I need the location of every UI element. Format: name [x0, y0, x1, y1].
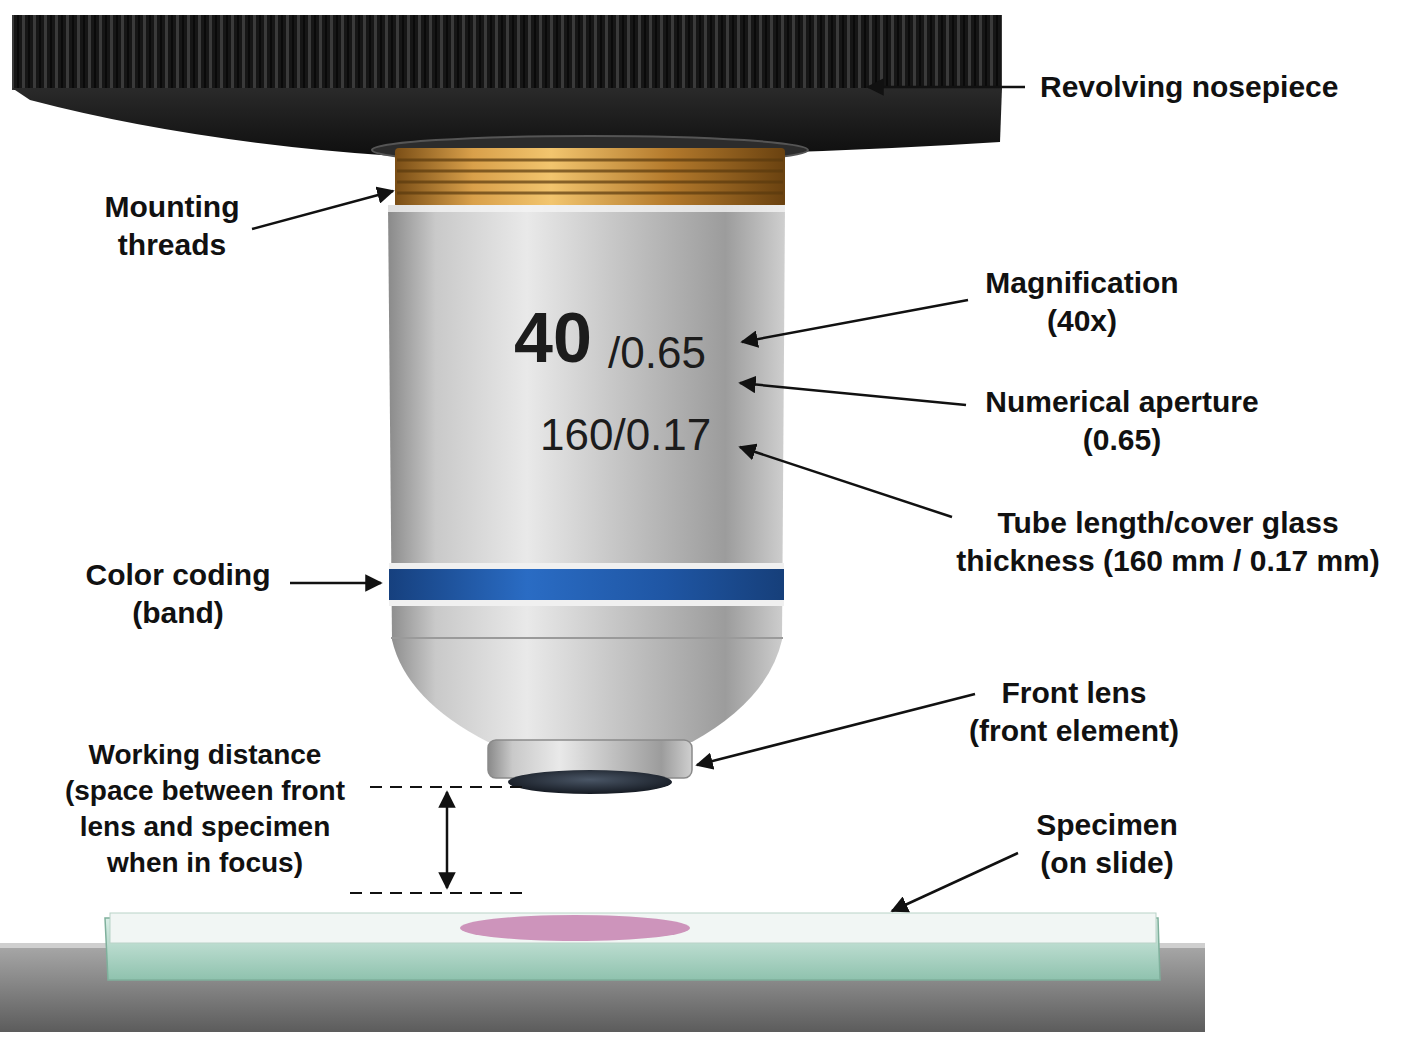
mounting-threads [395, 148, 785, 208]
barrel-shoulder [391, 637, 783, 639]
part-label: Mounting threads [72, 188, 272, 264]
engraved-text: 160/0.17 [540, 413, 711, 457]
slide-top [110, 913, 1156, 943]
engraved-text: /0.65 [608, 331, 706, 375]
color-band [389, 569, 784, 600]
dashed-line [370, 786, 525, 788]
part-label: Revolving nosepiece [1040, 68, 1380, 106]
leader-line [892, 853, 1018, 911]
engraved-text: 40 [514, 303, 592, 373]
objective-barrel [388, 205, 785, 742]
part-label: Color coding (band) [68, 556, 288, 632]
leader-line [290, 582, 381, 585]
dimension-label: Working distance (space between front le… [55, 737, 355, 881]
dashed-line [350, 892, 528, 894]
band-edge [389, 600, 784, 606]
barrel-rim [388, 205, 785, 212]
part-label: Numerical aperture (0.65) [962, 383, 1282, 459]
band-edge [389, 563, 784, 569]
leader-line [868, 86, 1025, 89]
leader-lines [252, 87, 1025, 911]
front-lens [508, 770, 672, 794]
leader-line [697, 694, 975, 765]
dimension-dashes [350, 787, 528, 893]
leader-line [252, 191, 393, 229]
specimen-smear [460, 915, 690, 941]
thread-ridges [397, 160, 783, 193]
part-label: Specimen (on slide) [1025, 806, 1190, 882]
nosepiece-knurl [12, 15, 1002, 90]
part-label: Front lens (front element) [964, 674, 1185, 750]
leader-line [740, 383, 966, 405]
part-label: Tube length/cover glass thickness (160 m… [943, 504, 1393, 580]
leader-line [742, 300, 968, 342]
dimension-arrow [446, 792, 449, 888]
leader-line [740, 447, 952, 517]
part-label: Magnification (40x) [967, 264, 1197, 340]
